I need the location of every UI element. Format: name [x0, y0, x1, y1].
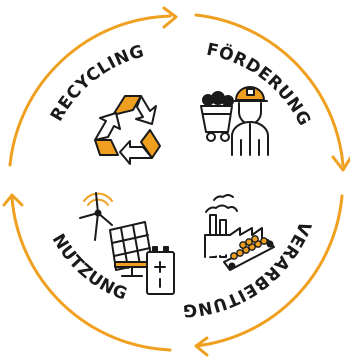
arrow-left [10, 196, 172, 352]
label-recycling: RECYCLING [47, 41, 147, 124]
arrow-bottom [194, 194, 344, 348]
arrow-bottom-head [194, 336, 209, 357]
arrow-left-head [2, 193, 24, 207]
miner-icon [200, 86, 269, 156]
arrow-top [8, 14, 172, 167]
solar-battery-icon [79, 192, 175, 295]
arrow-right-head [331, 155, 350, 172]
recycle-icon [94, 95, 161, 165]
arrow-top-head [162, 6, 178, 29]
factory-icon [204, 194, 275, 271]
cycle-arrows [2, 6, 350, 357]
arrow-right [194, 13, 345, 167]
